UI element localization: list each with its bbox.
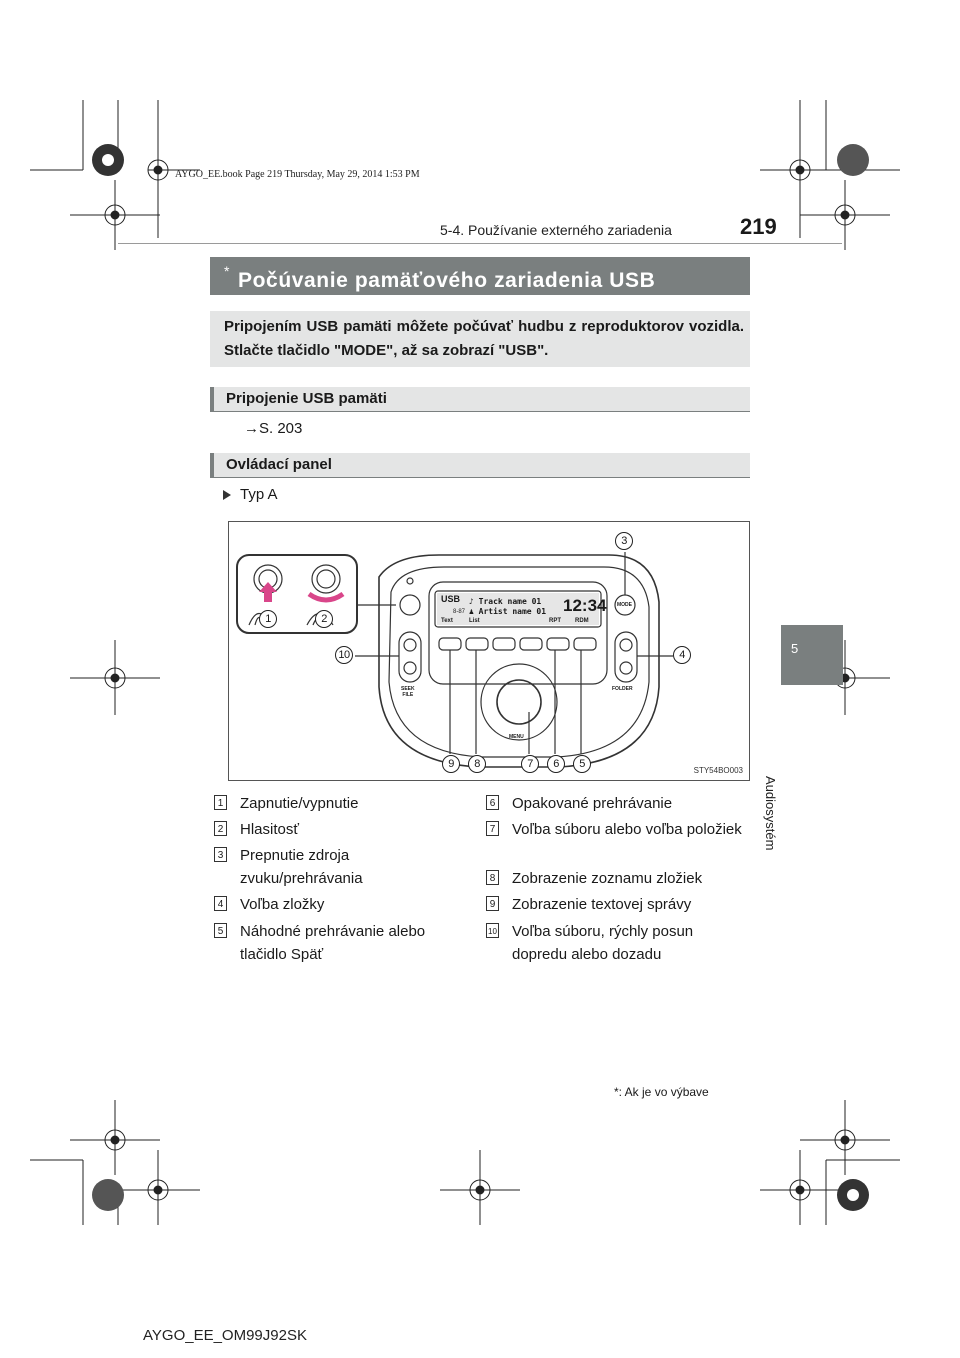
softkey-label-rdm: RDM bbox=[575, 618, 589, 624]
softkey-label-rpt: RPT bbox=[549, 618, 561, 624]
footer-code: AYGO_EE_OM99J92SK bbox=[143, 1327, 307, 1344]
radio-panel-illustration bbox=[236, 552, 673, 768]
callout-5: 5 bbox=[573, 755, 591, 773]
folder-label: FOLDER bbox=[612, 686, 633, 692]
type-label: Typ A bbox=[240, 486, 278, 503]
display-time: 12:34 bbox=[563, 596, 607, 615]
footnote: *: Ak je vo výbave bbox=[614, 1085, 709, 1099]
page-title-bar: Počúvanie pamäťového zariadenia USB* bbox=[210, 257, 750, 295]
chapter-tab: 5 bbox=[781, 625, 843, 685]
control-panel-figure: USB 8-87 ♪ Track name 01 ♟ Artist name 0… bbox=[228, 521, 750, 781]
callout-1: 1 bbox=[259, 610, 277, 628]
softkey-label-list: List bbox=[469, 618, 480, 624]
display-track-number: 8-87 bbox=[453, 609, 466, 615]
callout-10: 10 bbox=[335, 646, 353, 664]
registration-target-icon bbox=[92, 144, 869, 1211]
menu-label: MENU bbox=[509, 734, 524, 740]
intro-text: Pripojením USB pamäti môžete počúvať hud… bbox=[224, 318, 744, 359]
callout-7: 7 bbox=[521, 755, 539, 773]
section-title: 5-4. Používanie externého zariadenia bbox=[440, 222, 672, 238]
page-reference[interactable]: →S. 203 bbox=[244, 420, 303, 437]
display-source: USB bbox=[441, 594, 461, 604]
callout-4: 4 bbox=[673, 646, 691, 664]
figure-code: STY54BO003 bbox=[693, 766, 743, 775]
subheading-usb-connect: Pripojenie USB pamäti bbox=[210, 387, 750, 412]
chapter-label: Audiosystém bbox=[763, 776, 778, 851]
callout-2: 2 bbox=[315, 610, 333, 628]
display-track: ♪ Track name 01 bbox=[469, 597, 542, 606]
callout-8: 8 bbox=[468, 755, 486, 773]
callout-6: 6 bbox=[547, 755, 565, 773]
callout-9: 9 bbox=[442, 755, 460, 773]
seek-file-label: SEEK FILE bbox=[401, 686, 415, 698]
mode-label: MODE bbox=[617, 602, 632, 608]
page-title: Počúvanie pamäťového zariadenia USB* bbox=[224, 263, 656, 292]
page-number: 219 bbox=[740, 214, 777, 239]
optional-mark: * bbox=[224, 263, 231, 279]
triangle-bullet-icon bbox=[222, 488, 232, 506]
chapter-number: 5 bbox=[791, 641, 799, 656]
display-artist: ♟ Artist name 01 bbox=[469, 607, 547, 616]
softkey-label-text: Text bbox=[441, 618, 453, 624]
subheading-control-panel: Ovládací panel bbox=[210, 453, 750, 478]
intro-box: Pripojením USB pamäti môžete počúvať hud… bbox=[210, 311, 750, 367]
header-rule bbox=[118, 243, 842, 244]
book-info-line: AYGO_EE.book Page 219 Thursday, May 29, … bbox=[175, 169, 420, 180]
callout-3: 3 bbox=[615, 532, 633, 550]
